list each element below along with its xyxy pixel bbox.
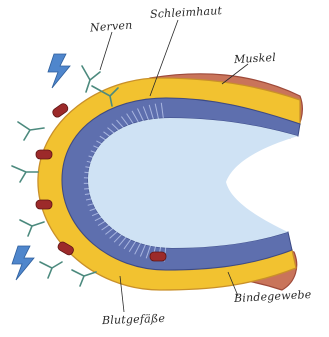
vessel-icon: [150, 252, 166, 261]
vessel-icon: [36, 200, 52, 209]
lightning-icon: [12, 246, 34, 280]
label-muscle: Muskel: [234, 51, 277, 66]
nerve-icon: [20, 220, 44, 236]
nerve-icon: [40, 262, 62, 278]
label-blood-vessels: Blutgefäße: [102, 312, 166, 327]
nerve-icon: [18, 122, 44, 140]
lightning-icon: [48, 54, 70, 88]
nerve-icon: [12, 166, 38, 182]
nerve-icon: [72, 270, 96, 286]
lumen: [88, 118, 298, 248]
vessel-icon: [36, 150, 52, 159]
